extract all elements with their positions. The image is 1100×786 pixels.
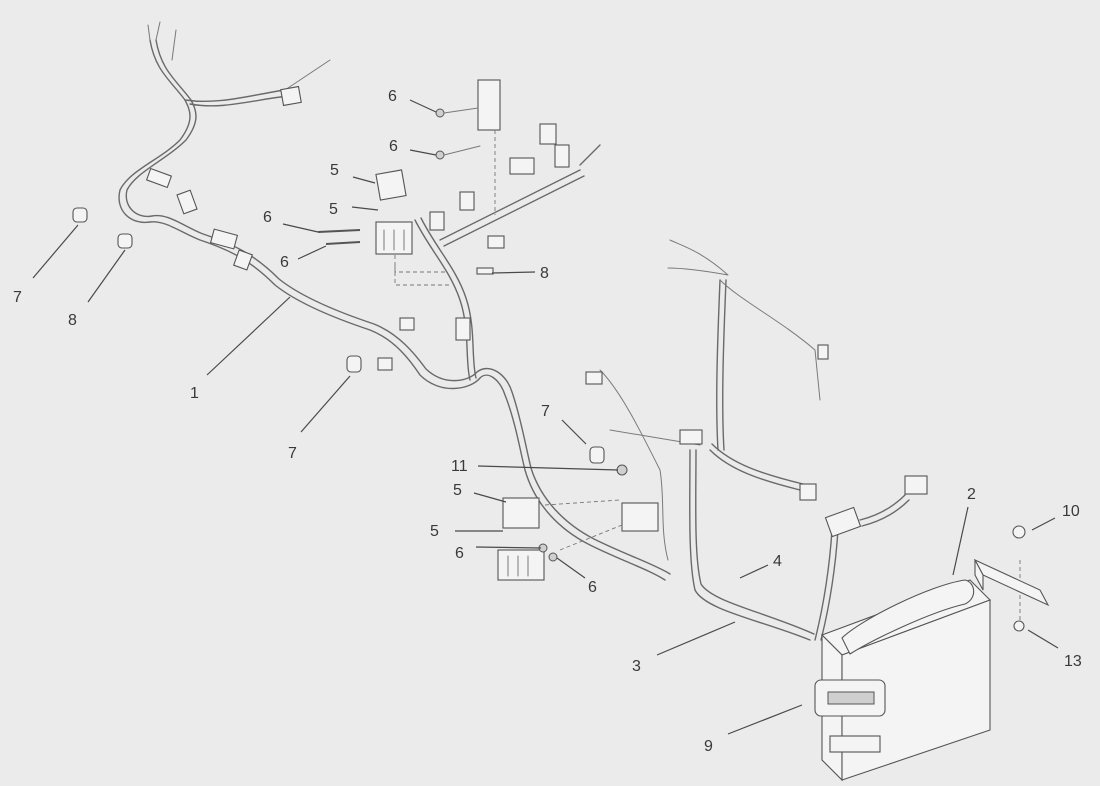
callout-10: 10 (1062, 503, 1080, 520)
callout-7: 7 (288, 445, 297, 462)
callout-2: 2 (967, 486, 976, 503)
callout-6: 6 (280, 254, 289, 271)
callout-6: 6 (455, 545, 464, 562)
lower-harness (599, 239, 910, 641)
callout-labels: 7 8 1 7 5 5 6 6 6 6 8 7 11 5 5 6 6 4 3 9… (13, 88, 1082, 755)
callout-5: 5 (430, 523, 439, 540)
callout-9: 9 (704, 738, 713, 755)
callout-7: 7 (541, 403, 550, 420)
callout-1: 1 (190, 385, 199, 402)
callout-4: 4 (773, 553, 782, 570)
callout-6: 6 (263, 209, 272, 226)
main-harness (118, 21, 671, 581)
callout-5: 5 (453, 482, 462, 499)
callout-6: 6 (588, 579, 597, 596)
callout-6: 6 (389, 138, 398, 155)
fasteners (72, 107, 628, 562)
callout-5: 5 (329, 201, 338, 218)
callout-13: 13 (1064, 653, 1082, 670)
callout-6: 6 (388, 88, 397, 105)
connectors (145, 79, 928, 538)
callout-11: 11 (451, 458, 468, 475)
callout-3: 3 (632, 658, 641, 675)
callout-7: 7 (13, 289, 22, 306)
relays (375, 169, 659, 581)
callout-7: 8 (68, 312, 77, 329)
leader-lines (32, 99, 1059, 735)
callout-8: 8 (540, 265, 549, 282)
battery-assembly (814, 525, 1050, 782)
callout-5: 5 (330, 162, 339, 179)
